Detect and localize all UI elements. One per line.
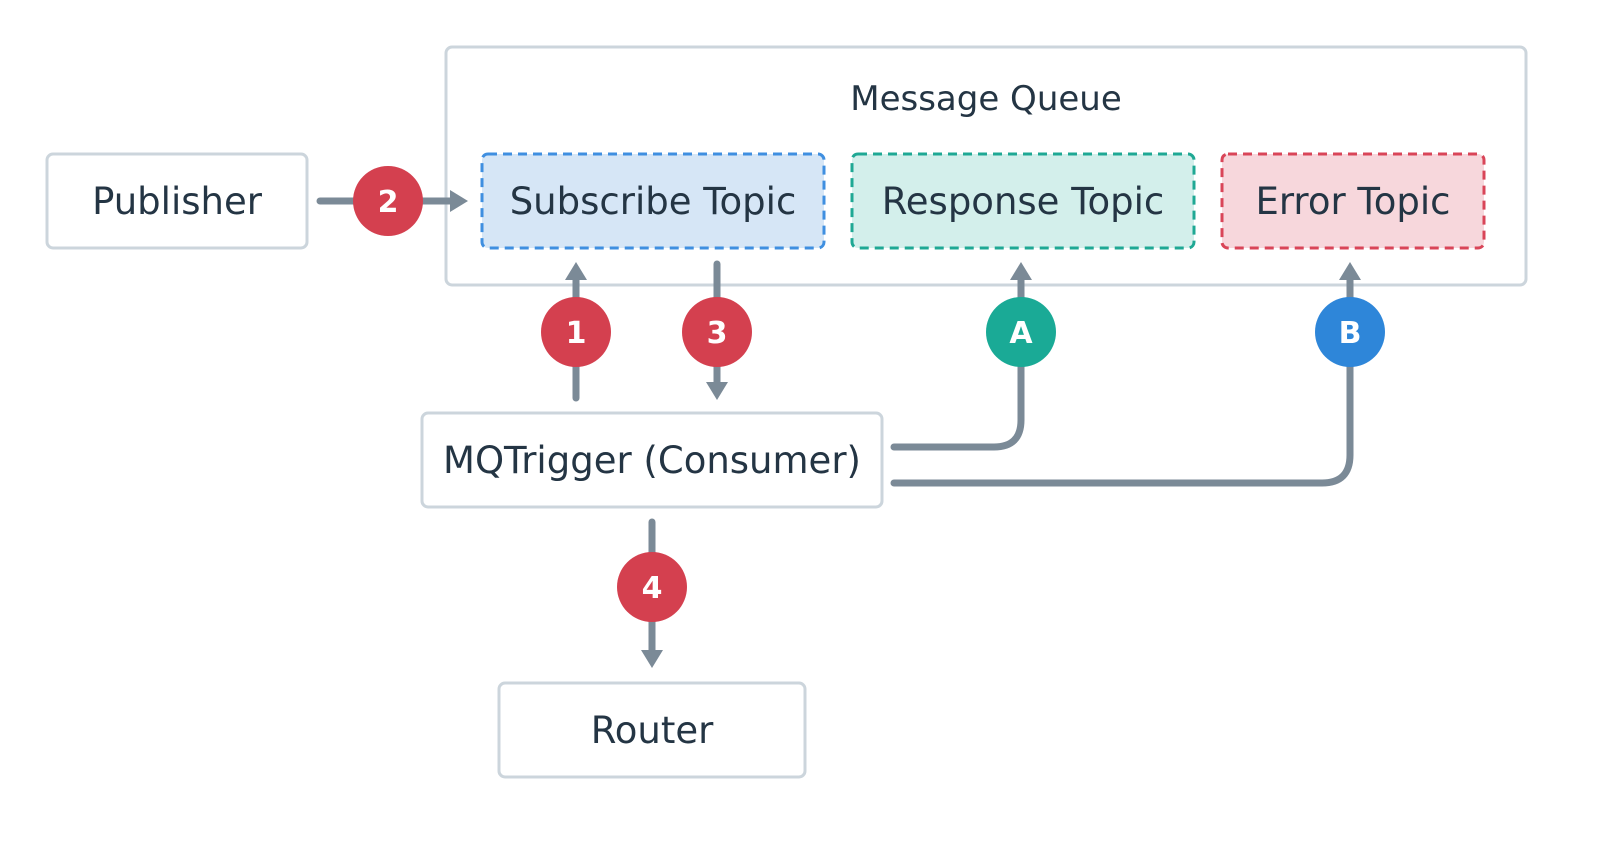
step-badge-a: A [986,297,1056,367]
publisher-label: Publisher [92,180,263,223]
step-badge-2: 2 [353,166,423,236]
step-badge-1: 1 [541,297,611,367]
step-badge-b-label: B [1339,316,1362,351]
error-topic-label: Error Topic [1255,180,1450,223]
response-topic-box[interactable] [850,152,1196,250]
consumer-label: MQTrigger (Consumer) [443,439,861,482]
subscribe-topic-node[interactable]: Subscribe Topic [480,152,826,250]
step-badge-4-circle [617,552,687,622]
step-badge-3: 3 [682,297,752,367]
arrowhead-up-icon [565,262,587,280]
arrowhead-right-icon [450,190,468,212]
response-topic-label: Response Topic [882,180,1165,223]
response-topic-node[interactable]: Response Topic [850,152,1196,250]
step-badge-b-circle [1315,297,1385,367]
step-badge-a-circle [986,297,1056,367]
message-queue-title: Message Queue [850,79,1122,119]
step-badge-1-label: 1 [566,316,587,351]
router-node[interactable]: Router [497,681,807,779]
arrowhead-up-icon [1339,262,1361,280]
step-badge-3-circle [682,297,752,367]
step-badge-b: B [1315,297,1385,367]
step-badge-4-label: 4 [642,571,663,606]
step-badge-a-label: A [1009,316,1033,351]
edge-consumer-to-response [890,272,1025,451]
publisher-box[interactable] [45,152,309,250]
publisher-node[interactable]: Publisher [45,152,309,250]
step-badge-2-circle [353,166,423,236]
step-badge-2-label: 2 [378,185,399,220]
router-label: Router [591,709,714,752]
subscribe-topic-box[interactable] [480,152,826,250]
arrowhead-up-icon [1010,262,1032,280]
error-topic-node[interactable]: Error Topic [1220,152,1486,250]
error-topic-box[interactable] [1220,152,1486,250]
router-box[interactable] [497,681,807,779]
arrowhead-down-icon [641,650,663,668]
arrowhead-down-icon [706,382,728,400]
consumer-box[interactable] [420,411,884,509]
edge-consumer-to-error [890,272,1354,487]
consumer-node[interactable]: MQTrigger (Consumer) [420,411,884,509]
step-badge-1-circle [541,297,611,367]
step-badge-4: 4 [617,552,687,622]
step-badge-3-label: 3 [707,316,728,351]
subscribe-topic-label: Subscribe Topic [510,180,797,223]
